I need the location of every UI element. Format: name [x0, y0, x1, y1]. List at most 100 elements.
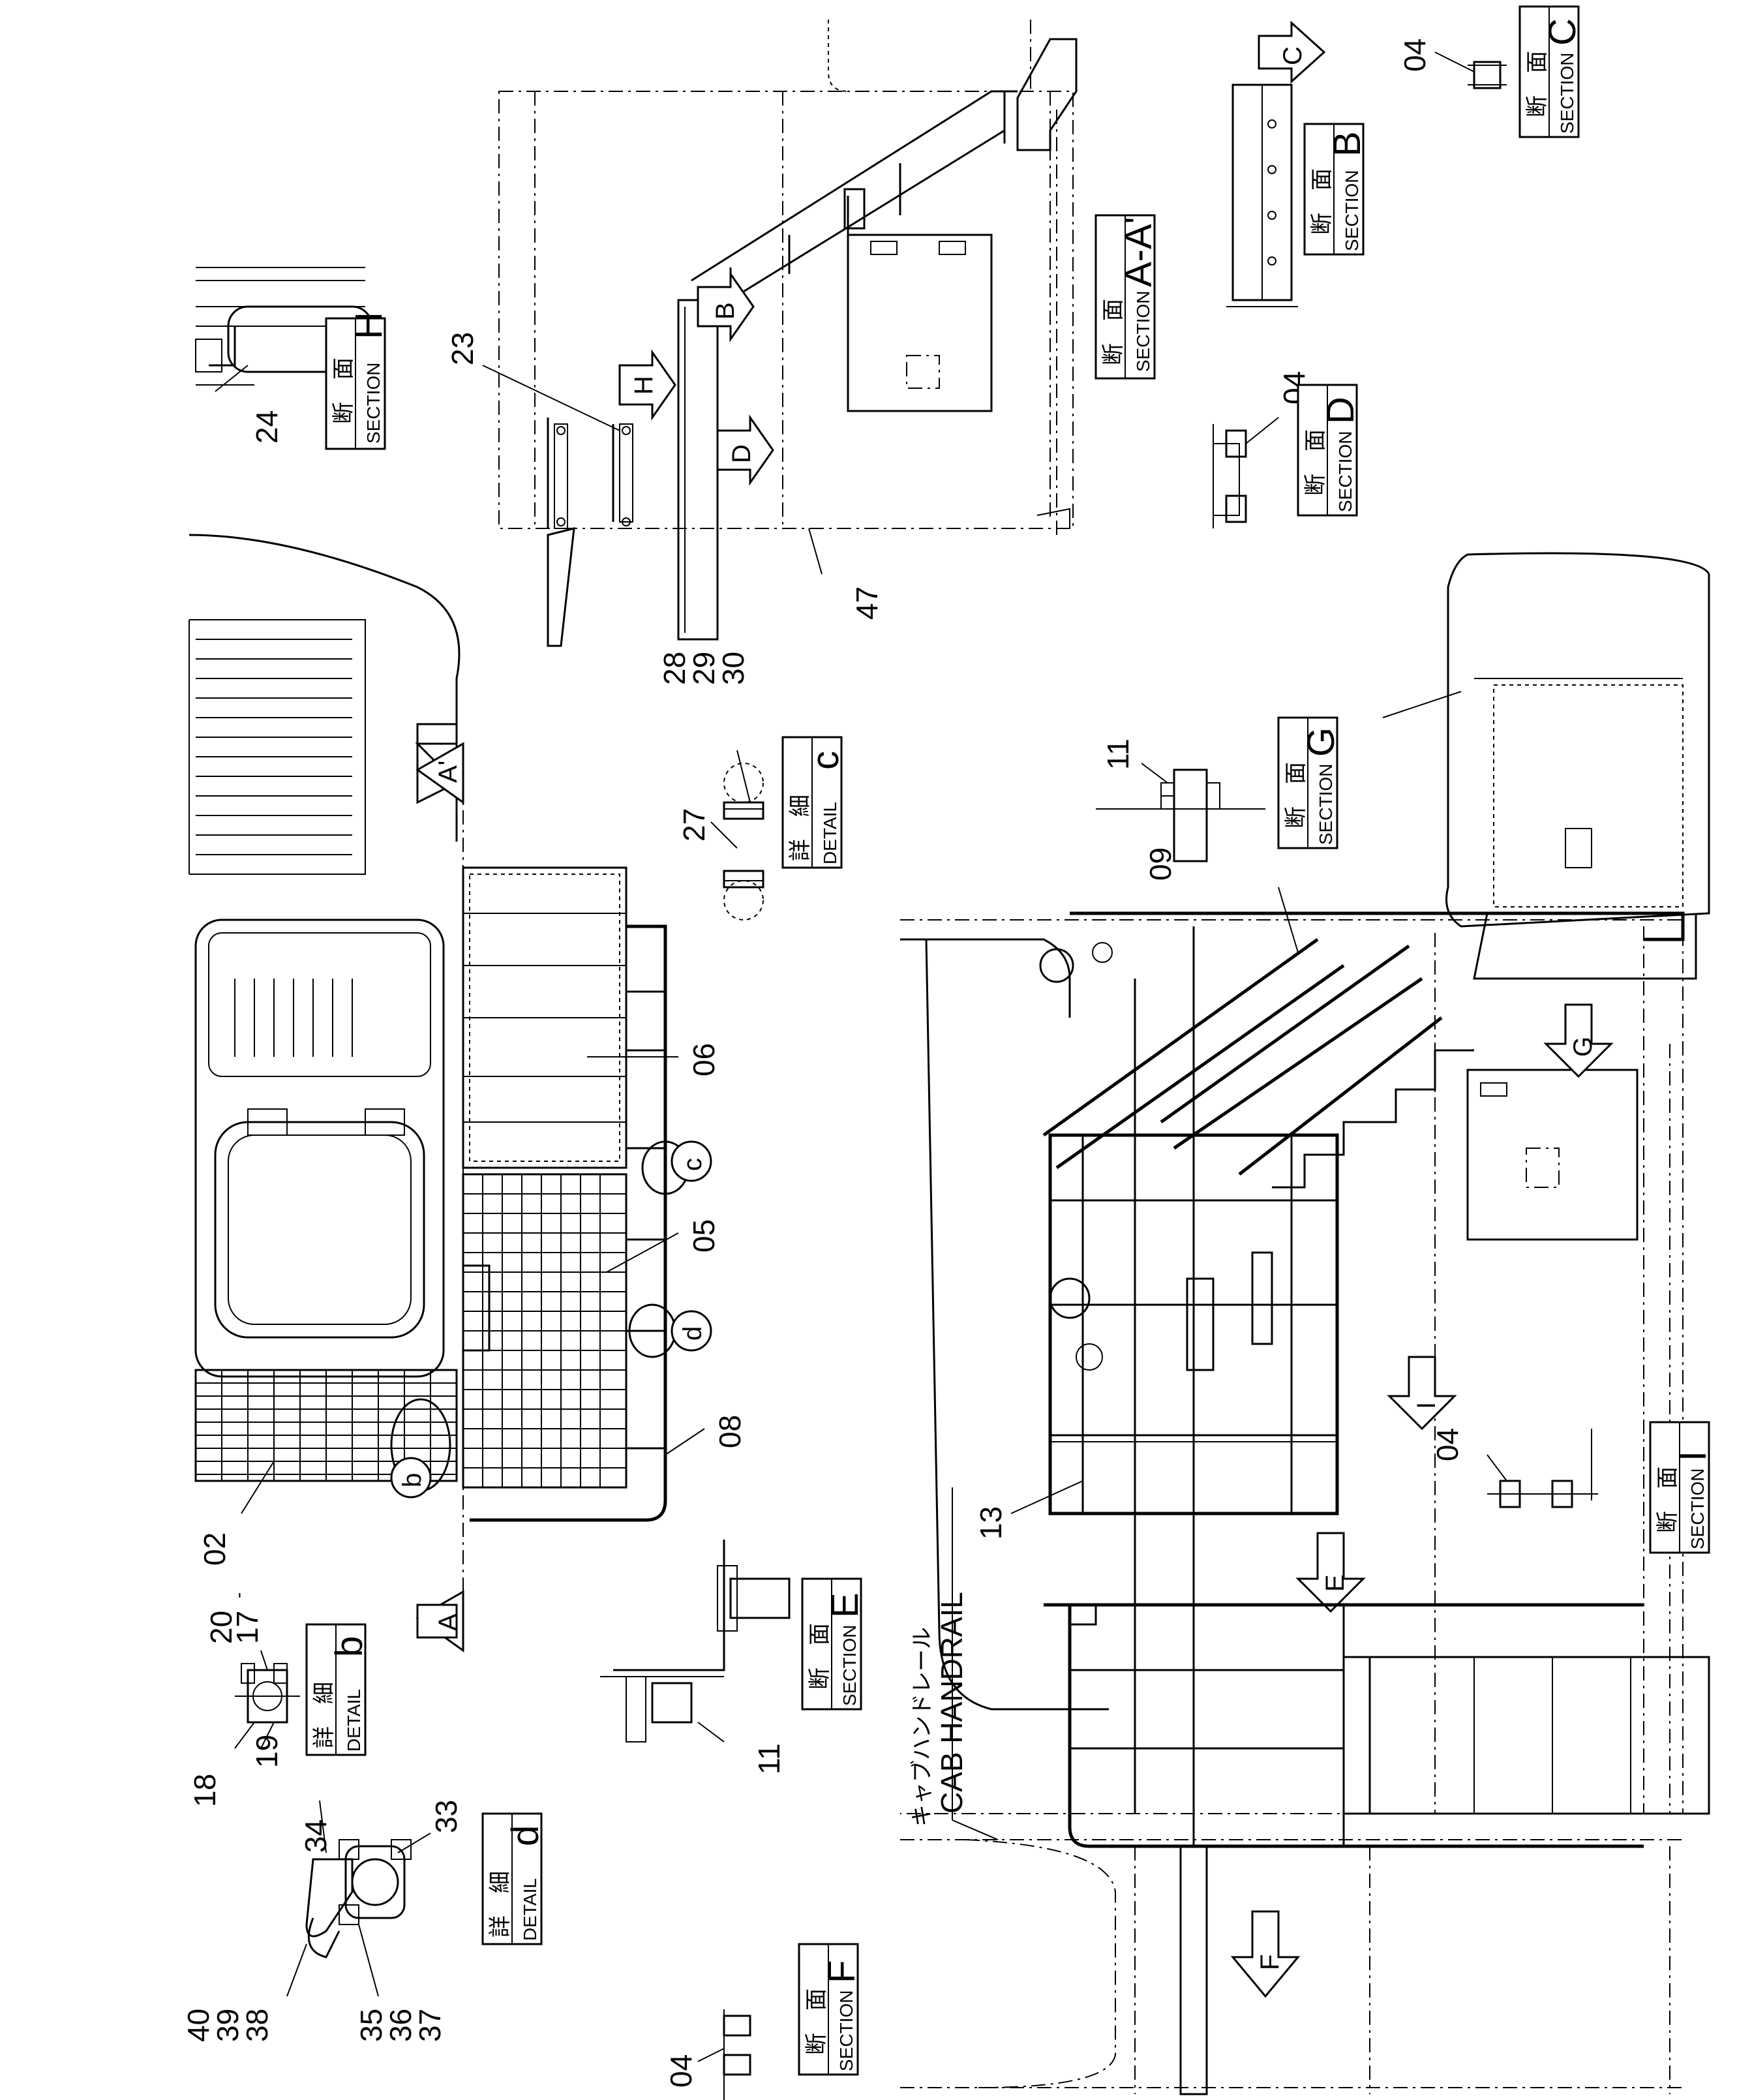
callout-04-f: 04: [664, 2048, 725, 2088]
section-b-title: 断 面 SECTION B: [1303, 123, 1368, 256]
callout-11-g: 11: [1101, 738, 1168, 784]
section-c-title: 断 面 SECTION C: [1518, 5, 1584, 138]
view-arrow-i: I: [1387, 1356, 1457, 1431]
callout-11-e: 11: [697, 1722, 786, 1774]
svg-text:b: b: [328, 1636, 370, 1657]
section-e-view: [600, 1540, 791, 1742]
cab-handrail-view: [900, 1603, 1710, 2095]
svg-text:37: 37: [413, 2009, 447, 2042]
callout-06: 06: [587, 1043, 721, 1076]
svg-text:02: 02: [198, 1532, 232, 1566]
cab-handrail-jp: キャブハンドレール: [909, 1627, 935, 1827]
section-h-title: 断 面 SECTION H: [325, 312, 390, 450]
svg-text:詳 細: 詳 細: [311, 1682, 337, 1748]
callout-04-c: 04: [1398, 38, 1475, 72]
view-arrow-g: G: [1543, 1003, 1614, 1078]
svg-text:35: 35: [354, 2009, 388, 2042]
jp-section-label: 断 面: [331, 358, 357, 424]
svg-text:SECTION: SECTION: [1557, 53, 1577, 134]
callout-23: 23: [446, 332, 620, 431]
svg-text:04: 04: [1398, 38, 1432, 72]
section-g-title: 断 面 SECTION G: [1277, 716, 1342, 849]
svg-text:断 面: 断 面: [1283, 762, 1309, 829]
svg-text:断 面: 断 面: [807, 1623, 833, 1690]
detail-c-view: [723, 763, 764, 921]
svg-text:SECTION: SECTION: [1133, 291, 1153, 372]
handrail-08: [470, 924, 667, 1522]
radiator-fins: [196, 639, 352, 855]
svg-text:05: 05: [687, 1219, 721, 1253]
svg-text:D: D: [1320, 397, 1362, 424]
svg-text:DETAIL: DETAIL: [520, 1878, 540, 1941]
section-d-title: 断 面 SECTION D: [1297, 384, 1362, 517]
detail-circle-c: c: [641, 1140, 712, 1195]
svg-text:29: 29: [687, 652, 721, 685]
svg-text:A-A': A-A': [1117, 217, 1160, 287]
detail-d-title: 詳 細 DETAIL d: [481, 1812, 547, 1945]
section-c-view: [1468, 61, 1507, 89]
svg-text:c: c: [804, 751, 847, 770]
svg-text:27: 27: [677, 808, 711, 842]
svg-text:36: 36: [384, 2009, 417, 2042]
svg-text:SECTION: SECTION: [1316, 764, 1336, 845]
walkway-06: [462, 866, 627, 1169]
svg-text:SECTION: SECTION: [1342, 170, 1362, 251]
svg-text:20: 20: [204, 1611, 238, 1644]
svg-text:04: 04: [1430, 1428, 1464, 1461]
svg-text:H: H: [629, 376, 658, 395]
svg-text:SECTION: SECTION: [1687, 1468, 1708, 1549]
svg-text:08: 08: [713, 1415, 747, 1448]
callout-40-39-38: 40 39 38: [181, 1943, 307, 2042]
svg-text:SECTION: SECTION: [1335, 431, 1355, 512]
callout-08: 08: [665, 1415, 747, 1455]
callout-18: 18: [188, 1722, 255, 1807]
callout-33: 33: [397, 1800, 463, 1853]
svg-text:24: 24: [250, 410, 284, 444]
section-b-view: [1226, 84, 1298, 307]
section-f-title: 断 面 SECTION F: [798, 1943, 863, 2076]
section-i-view: [1487, 1429, 1598, 1508]
svg-text:断 面: 断 面: [1655, 1467, 1681, 1533]
cab-handrail-label: キャブハンドレール CAB HANDRAIL: [909, 1487, 999, 1840]
svg-text:c: c: [678, 1158, 707, 1171]
svg-text:F: F: [1256, 1955, 1284, 1970]
grating-05: [462, 1173, 627, 1489]
svg-text:E: E: [824, 1592, 866, 1618]
svg-text:33: 33: [429, 1800, 463, 1833]
svg-text:34: 34: [299, 1819, 333, 1853]
detail-circle-d: d: [628, 1303, 712, 1358]
svg-text:A: A: [434, 1613, 462, 1631]
callout-04-i: 04: [1430, 1428, 1507, 1482]
section-h-letter: H: [348, 312, 390, 339]
svg-text:G: G: [1569, 1037, 1597, 1057]
view-arrow-b: B: [697, 271, 755, 342]
svg-text:11: 11: [1101, 738, 1135, 770]
callout-02: 02: [198, 1461, 275, 1566]
main-plan-view: [189, 534, 667, 1618]
svg-text:C: C: [1541, 18, 1584, 46]
svg-text:詳 細: 詳 細: [787, 795, 813, 861]
svg-text:d: d: [678, 1326, 707, 1341]
svg-text:C: C: [1278, 46, 1307, 65]
callout-34: 34: [299, 1800, 333, 1853]
svg-text:28: 28: [657, 652, 691, 685]
svg-text:47: 47: [850, 586, 884, 620]
svg-text:11: 11: [752, 1743, 786, 1774]
svg-text:G: G: [1300, 727, 1342, 757]
callout-28-29-30: 28 29 30: [657, 652, 751, 803]
svg-text:SECTION: SECTION: [836, 1990, 856, 2071]
view-arrow-a-prime: A': [415, 723, 464, 804]
svg-text:断 面: 断 面: [1309, 168, 1335, 235]
svg-text:19: 19: [250, 1735, 284, 1768]
svg-text:09: 09: [1143, 847, 1177, 881]
svg-text:04: 04: [664, 2054, 698, 2088]
svg-text:B: B: [1326, 131, 1368, 157]
section-g-view: [1096, 768, 1265, 862]
svg-text:13: 13: [974, 1506, 1008, 1540]
svg-text:SECTION: SECTION: [839, 1625, 860, 1706]
cab-handrail-en: CAB HANDRAIL: [935, 1592, 969, 1814]
svg-text:断 面: 断 面: [804, 1988, 830, 2055]
svg-text:I: I: [1672, 1451, 1714, 1461]
grating-02: [194, 1369, 458, 1482]
